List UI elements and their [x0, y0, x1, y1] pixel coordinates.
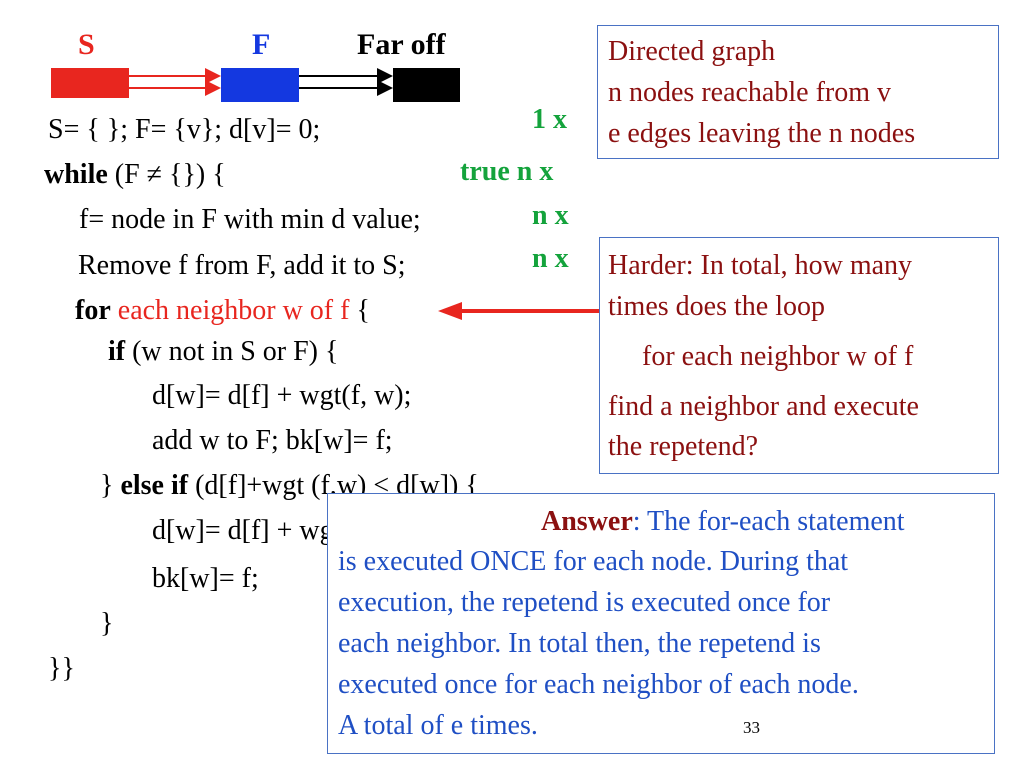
- answer-box: Answer: The for-each statement is execut…: [327, 493, 995, 754]
- question-line2: times does the loop: [608, 291, 825, 322]
- count-while: true n x: [460, 156, 554, 187]
- answer-line1-text: The for-each statement: [647, 506, 905, 537]
- code-line-update-bk: bk[w]= f;: [152, 563, 259, 594]
- faroff-set-label: Far off: [357, 28, 446, 61]
- else-if-keyword: else if: [120, 470, 189, 501]
- while-keyword: while: [44, 159, 108, 190]
- code-line-close-if: }: [100, 608, 114, 639]
- code-line-while: while (F ≠ {}) {: [44, 159, 226, 191]
- if-keyword: if: [108, 336, 126, 367]
- graph-info-box: Directed graph n nodes reachable from v …: [597, 25, 999, 159]
- code-line-select-f: f= node in F with min d value;: [79, 204, 421, 235]
- answer-line4: each neighbor. In total then, the repete…: [338, 628, 821, 659]
- graph-info-line1: Directed graph: [608, 36, 776, 67]
- code-line-for: for each neighbor w of f {: [75, 295, 370, 327]
- f-set-box: [221, 68, 299, 102]
- code-line-init: S= { }; F= {v}; d[v]= 0;: [48, 114, 321, 145]
- if-condition: (w not in S or F) {: [132, 336, 339, 367]
- code-line-add-w: add w to F; bk[w]= f;: [152, 425, 393, 456]
- set-diagram: [51, 68, 460, 102]
- answer-line3: execution, the repetend is executed once…: [338, 587, 831, 618]
- graph-info-line2: n nodes reachable from v: [608, 77, 891, 108]
- for-each-neighbor: each neighbor w of f: [117, 295, 350, 326]
- question-line5: the repetend?: [608, 431, 759, 462]
- code-line-set-dw: d[w]= d[f] + wgt(f, w);: [152, 380, 412, 411]
- pointer-arrow: [438, 302, 600, 320]
- question-line1: Harder: In total, how many: [608, 250, 913, 281]
- for-brace: {: [356, 295, 370, 326]
- page-number: 33: [743, 718, 760, 737]
- graph-info-line3: e edges leaving the n nodes: [608, 118, 916, 149]
- answer-line5: executed once for each neighbor of each …: [338, 669, 859, 700]
- code-line-close-all: }}: [48, 653, 75, 684]
- answer-line6: A total of e times.: [338, 710, 538, 741]
- question-box: Harder: In total, how many times does th…: [599, 237, 999, 474]
- code-line-if: if (w not in S or F) {: [108, 336, 338, 368]
- count-remove: n x: [532, 243, 569, 274]
- else-close-brace: }: [100, 470, 114, 501]
- count-select: n x: [532, 200, 569, 231]
- answer-line1: Answer: The for-each statement: [541, 506, 905, 538]
- answer-label: Answer: [541, 506, 633, 537]
- count-init: 1 x: [532, 104, 567, 135]
- question-line3: for each neighbor w of f: [642, 341, 914, 372]
- s-set-box: [51, 68, 129, 98]
- code-line-remove-f: Remove f from F, add it to S;: [78, 250, 406, 281]
- answer-line2: is executed ONCE for each node. During t…: [338, 546, 849, 577]
- answer-colon: :: [632, 506, 641, 537]
- while-condition: (F ≠ {}) {: [114, 159, 226, 190]
- faroff-set-box: [393, 68, 460, 102]
- f-set-label: F: [252, 28, 271, 61]
- s-set-label: S: [78, 28, 95, 61]
- question-line4: find a neighbor and execute: [608, 391, 919, 422]
- for-keyword: for: [75, 295, 111, 326]
